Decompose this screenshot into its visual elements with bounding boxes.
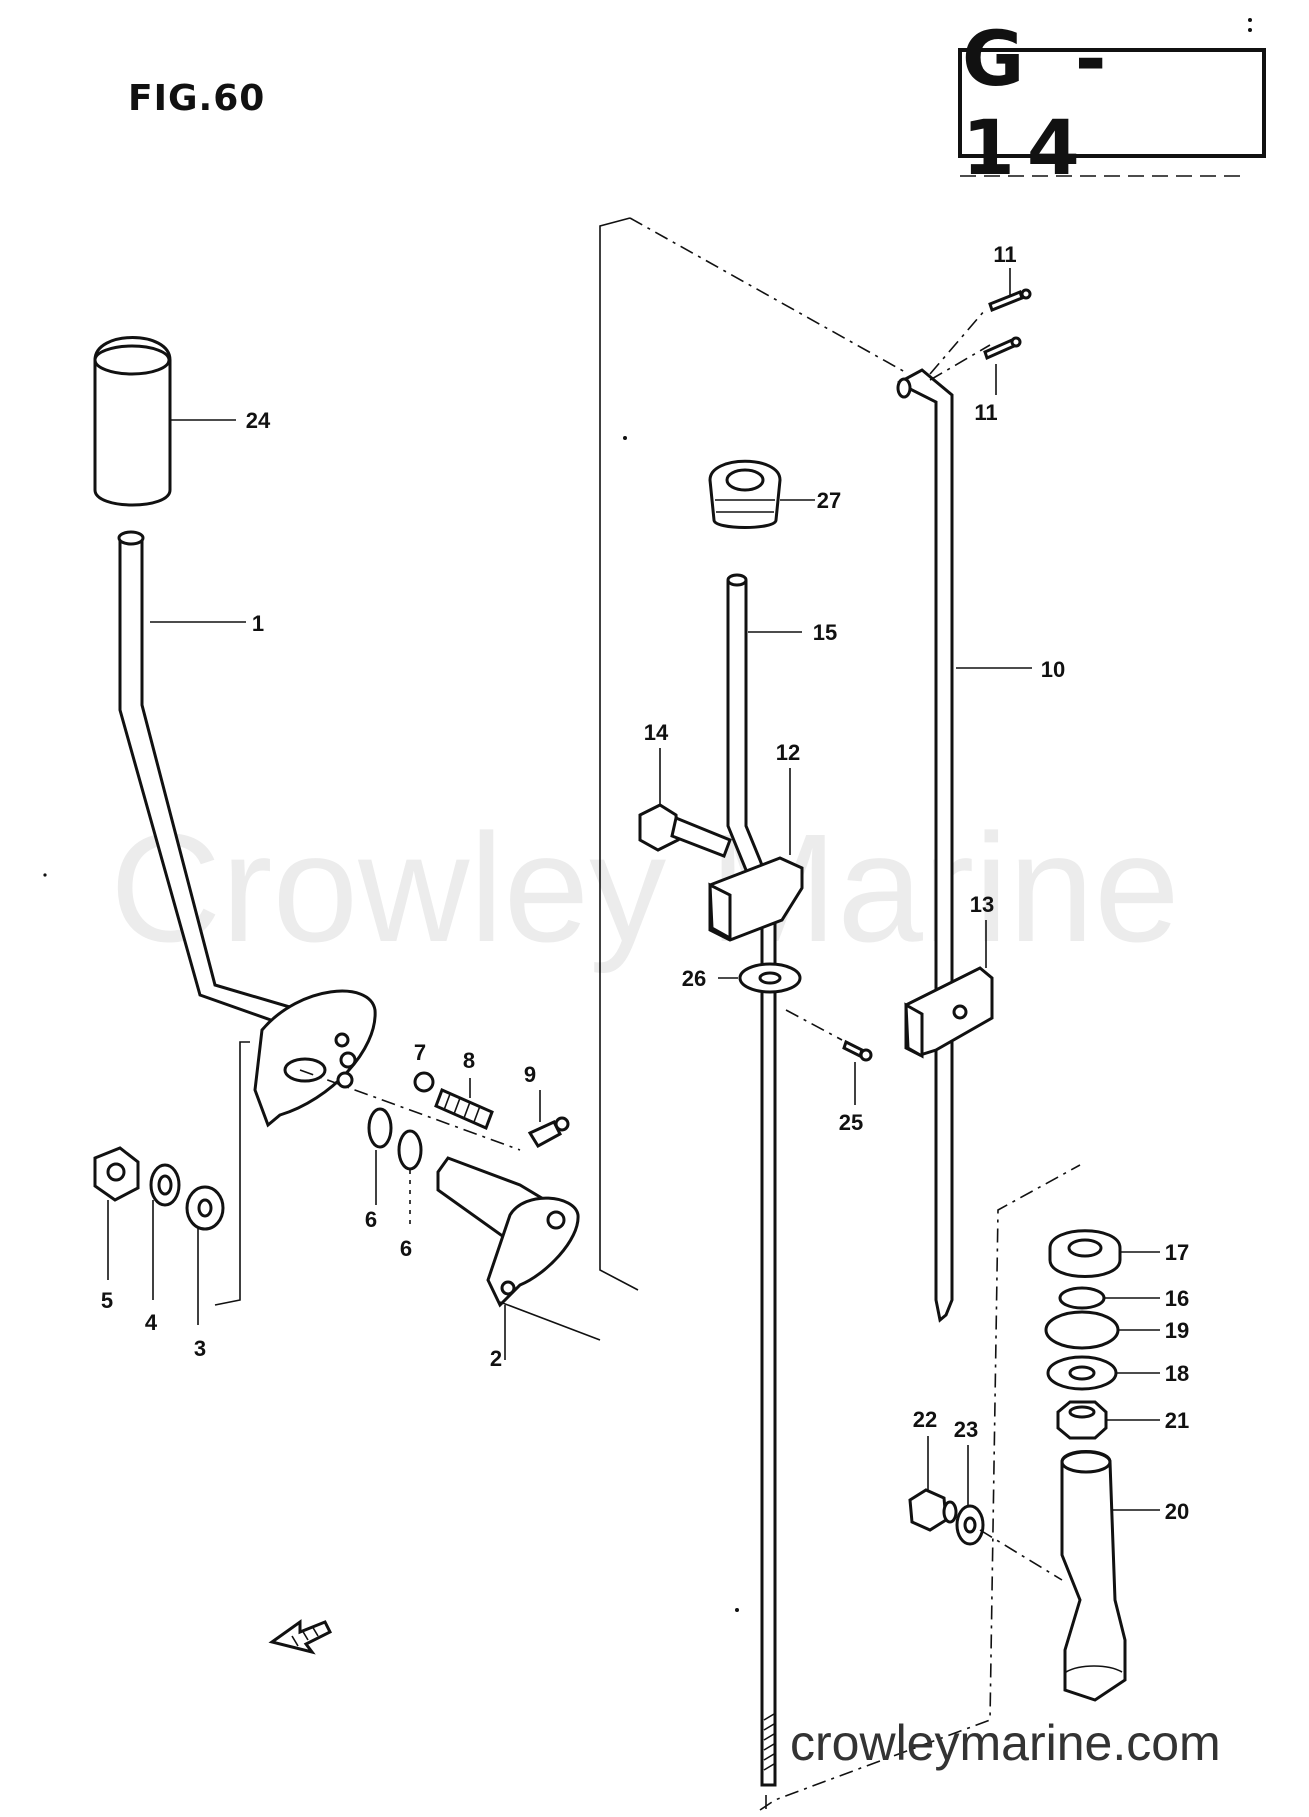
speck <box>1248 18 1252 22</box>
bolt-part-14 <box>638 803 732 858</box>
clamp-part-12 <box>708 856 804 942</box>
callout-15: 15 <box>813 620 837 645</box>
spring-part-8 <box>434 1087 494 1131</box>
speck <box>43 873 47 877</box>
callout-11a: 11 <box>993 242 1016 267</box>
callout-2: 2 <box>490 1346 502 1371</box>
ring-part-16 <box>1058 1286 1106 1310</box>
washer-part-23 <box>955 1504 985 1546</box>
phantom-outline-left <box>599 217 639 1291</box>
grommet-part-27 <box>708 459 782 529</box>
callout-17: 17 <box>1165 1240 1189 1265</box>
grease-fitting-part-9 <box>527 1116 570 1148</box>
page-code: G - 14 <box>962 14 1119 192</box>
rod-part-15 <box>726 573 777 1787</box>
callout-11b: 11 <box>974 400 997 425</box>
axis-line-20 <box>979 1529 1063 1581</box>
callout-6a: 6 <box>365 1207 377 1232</box>
oring-part-6a <box>367 1107 393 1149</box>
callout-25: 25 <box>839 1110 863 1135</box>
shift-shaft-part-2 <box>436 1156 580 1308</box>
callout-4: 4 <box>145 1310 158 1335</box>
rod-part-10 <box>896 368 954 1323</box>
figure-label: FIG.60 <box>128 78 266 119</box>
callout-24: 24 <box>246 408 271 433</box>
callout-9: 9 <box>524 1062 536 1087</box>
callout-10: 10 <box>1041 657 1065 682</box>
bolt-part-22 <box>908 1488 958 1532</box>
speck <box>623 436 627 440</box>
callout-23: 23 <box>954 1417 978 1442</box>
callout-16: 16 <box>1165 1286 1189 1311</box>
leader-25-dash <box>785 1009 843 1041</box>
forward-arrow-icon <box>268 1619 333 1655</box>
oring-part-19 <box>1044 1310 1120 1350</box>
callout-21: 21 <box>1165 1408 1189 1433</box>
website-caption: crowleymarine.com <box>790 1715 1221 1771</box>
callout-5: 5 <box>101 1288 113 1313</box>
washer-part-18 <box>1046 1355 1118 1391</box>
lockwasher-part-4 <box>149 1163 181 1207</box>
callout-27: 27 <box>817 488 841 513</box>
callout-7: 7 <box>414 1040 426 1065</box>
callout-12: 12 <box>776 740 800 765</box>
clamp-part-13 <box>904 966 994 1059</box>
oring-part-6b <box>397 1129 423 1171</box>
phantom-outline-right <box>759 1164 1081 1811</box>
speck <box>1248 28 1252 32</box>
phantom-shaft <box>499 1301 601 1341</box>
grip-part-24 <box>93 336 172 507</box>
page-code-box: G - 14 <box>958 14 1266 192</box>
nut-part-21 <box>1056 1400 1108 1440</box>
callout-8: 8 <box>463 1048 475 1073</box>
callout-3: 3 <box>194 1336 206 1361</box>
shift-lever-part-1 <box>117 530 377 1128</box>
callout-13: 13 <box>970 892 994 917</box>
cotter-pin-part-11b <box>983 336 1022 361</box>
callout-18: 18 <box>1165 1361 1189 1386</box>
callout-1: 1 <box>252 611 264 636</box>
callout-14: 14 <box>644 720 669 745</box>
callout-26: 26 <box>682 966 706 991</box>
callout-20: 20 <box>1165 1499 1189 1524</box>
callout-22: 22 <box>913 1407 937 1432</box>
bushing-part-17 <box>1048 1229 1122 1278</box>
ball-part-7 <box>413 1071 435 1093</box>
cotter-pin-part-25 <box>842 1039 873 1062</box>
washer-part-26 <box>738 962 802 994</box>
nut-part-5 <box>93 1146 140 1202</box>
washer-part-3 <box>185 1185 225 1231</box>
callout-6b: 6 <box>400 1236 412 1261</box>
speck <box>735 1608 739 1612</box>
link-part-20 <box>1060 1450 1127 1702</box>
leader-11-dash <box>929 309 991 381</box>
callout-19: 19 <box>1165 1318 1189 1343</box>
phantom-lever <box>214 1041 250 1306</box>
axis-line <box>299 1069 521 1151</box>
phantom-outline-top <box>629 217 906 373</box>
